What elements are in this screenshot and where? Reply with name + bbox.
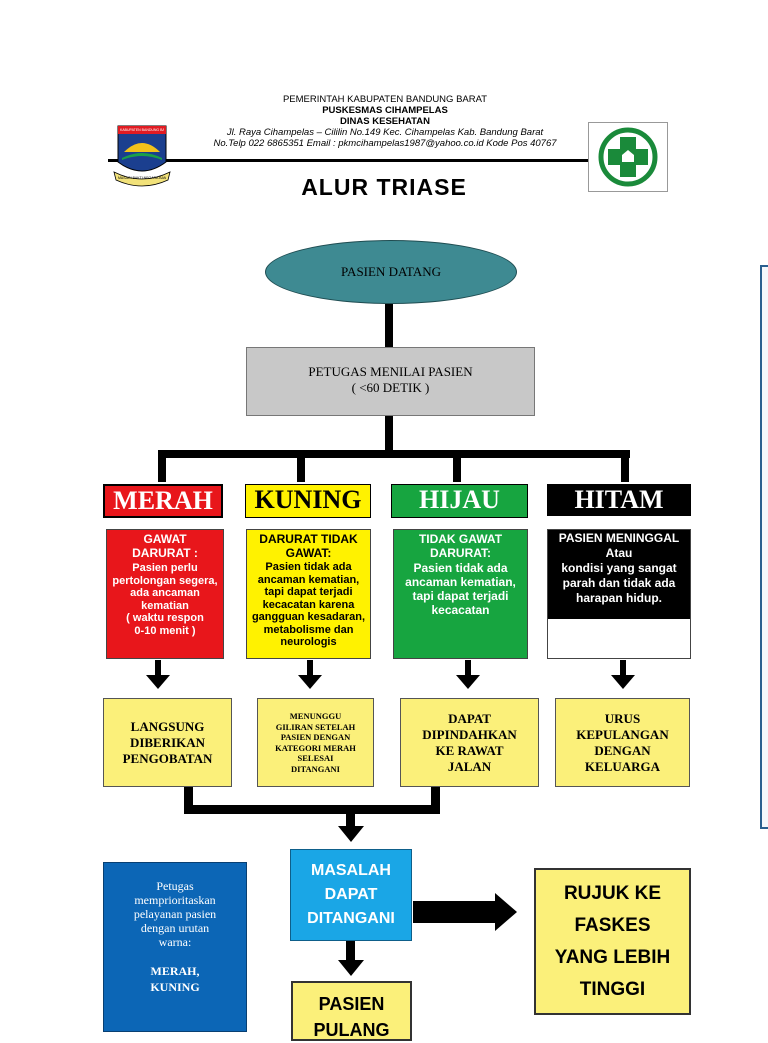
desc-hitam-body: Atau kondisi yang sangat parah dan tidak… <box>561 546 677 605</box>
desc-merah: GAWAT DARURAT : Pasien perlu pertolongan… <box>106 529 224 659</box>
action-merah-text: LANGSUNG DIBERIKAN PENGOBATAN <box>122 718 213 766</box>
desc-hitam-head: PASIEN MENINGGAL <box>558 531 680 545</box>
note-text: Petugas memprioritaskan pelayanan pasien… <box>133 879 217 949</box>
category-kuning: KUNING <box>245 484 371 518</box>
desc-hitam: PASIEN MENINGGAL Atau kondisi yang sanga… <box>547 529 691 659</box>
note-box: Petugas memprioritaskan pelayanan pasien… <box>103 862 247 1032</box>
branch-horizontal <box>158 450 630 458</box>
start-ellipse: PASIEN DATANG <box>265 240 517 304</box>
district-logo-ribbon-text: MASAGI BAKTI NEGARA BANDAR <box>118 176 166 180</box>
desc-kuning-body: Pasien tidak ada ancaman kematian, tapi … <box>251 561 366 648</box>
connector-assess-branch <box>385 416 393 453</box>
merge-horizontal <box>184 805 440 814</box>
action-hijau: DAPAT DIPINDAHKAN KE RAWAT JALAN <box>400 698 539 787</box>
page-title: ALUR TRIASE <box>301 174 467 200</box>
desc-hijau: TIDAK GAWAT DARURAT: Pasien tidak ada an… <box>393 529 528 659</box>
assess-box: PETUGAS MENILAI PASIEN ( <60 DETIK ) <box>246 347 535 416</box>
action-kuning-text: MENUNGGU GILIRAN SETELAH PASIEN DENGAN K… <box>275 711 356 774</box>
arrow-referral-head <box>495 893 517 931</box>
branch-kuning <box>297 450 305 482</box>
arrow-hitam-head <box>611 675 635 689</box>
branch-hitam <box>621 450 629 482</box>
header-contact: No.Telp 022 6865351 Email : pkmcihampela… <box>213 138 557 149</box>
arrow-merah-head <box>146 675 170 689</box>
merge-left <box>184 787 193 813</box>
header-line-1: PEMERINTAH KABUPATEN BANDUNG BARAT <box>282 94 488 105</box>
branch-merah <box>158 450 166 482</box>
category-hijau: HIJAU <box>391 484 528 518</box>
desc-hitam-panel: PASIEN MENINGGAL Atau kondisi yang sanga… <box>548 530 690 619</box>
referral-box: RUJUK KE FASKES YANG LEBIH TINGGI <box>534 868 691 1015</box>
arrow-kuning-stem <box>307 660 313 676</box>
start-label: PASIEN DATANG <box>341 264 441 279</box>
desc-merah-body: Pasien perlu pertolongan segera, ada anc… <box>112 562 218 637</box>
action-hitam-text: URUS KEPULANGAN DENGAN KELUARGA <box>576 710 669 774</box>
assess-line-1: PETUGAS MENILAI PASIEN <box>308 364 473 379</box>
action-hitam: URUS KEPULANGAN DENGAN KELUARGA <box>555 698 690 787</box>
note-order: MERAH, KUNING <box>150 964 200 994</box>
home-text: PASIEN PULANG <box>313 994 390 1040</box>
desc-kuning: DARURAT TIDAK GAWAT: Pasien tidak ada an… <box>246 529 371 659</box>
arrow-merge-stem <box>346 813 355 827</box>
handled-text: MASALAH DAPAT DITANGANI <box>307 862 395 927</box>
home-box: PASIEN PULANG <box>291 981 412 1041</box>
desc-merah-head: GAWAT DARURAT : <box>132 532 198 560</box>
arrow-home-stem <box>346 941 355 961</box>
desc-hijau-head: TIDAK GAWAT DARURAT: <box>418 532 503 560</box>
action-kuning: MENUNGGU GILIRAN SETELAH PASIEN DENGAN K… <box>257 698 374 787</box>
district-logo-top-text: KABUPATEN BANDUNG BARAT <box>120 128 164 132</box>
merge-right <box>431 787 440 813</box>
arrow-hijau-stem <box>465 660 471 676</box>
arrow-merge-head <box>338 826 364 842</box>
side-panel <box>760 265 768 829</box>
action-hijau-text: DAPAT DIPINDAHKAN KE RAWAT JALAN <box>422 710 517 774</box>
arrow-merah-stem <box>155 660 161 676</box>
header-address: Jl. Raya Cihampelas – Cililin No.149 Kec… <box>226 127 544 138</box>
header-line-2: PUSKESMAS CIHAMPELAS <box>322 105 448 116</box>
arrow-hitam-stem <box>620 660 626 676</box>
desc-kuning-head: DARURAT TIDAK GAWAT: <box>259 532 358 560</box>
arrow-kuning-head <box>298 675 322 689</box>
desc-hijau-body: Pasien tidak ada ancaman kematian, tapi … <box>405 561 516 617</box>
branch-hijau <box>453 450 461 482</box>
arrow-referral-stem <box>413 901 497 923</box>
header-line-3: DINAS KESEHATAN <box>340 116 430 127</box>
referral-text: RUJUK KE FASKES YANG LEBIH TINGGI <box>554 882 671 1000</box>
header-divider <box>108 159 668 162</box>
arrow-hijau-head <box>456 675 480 689</box>
puskesmas-logo <box>588 122 668 192</box>
category-merah: MERAH <box>103 484 223 518</box>
action-merah: LANGSUNG DIBERIKAN PENGOBATAN <box>103 698 232 787</box>
category-hitam: HITAM <box>547 484 691 516</box>
connector-start-assess <box>385 304 393 348</box>
district-logo: KABUPATEN BANDUNG BARAT MASAGI BAKTI NEG… <box>106 122 178 192</box>
handled-box: MASALAH DAPAT DITANGANI <box>290 849 412 941</box>
assess-line-2: ( <60 DETIK ) <box>351 380 430 395</box>
arrow-home-head <box>338 960 364 976</box>
